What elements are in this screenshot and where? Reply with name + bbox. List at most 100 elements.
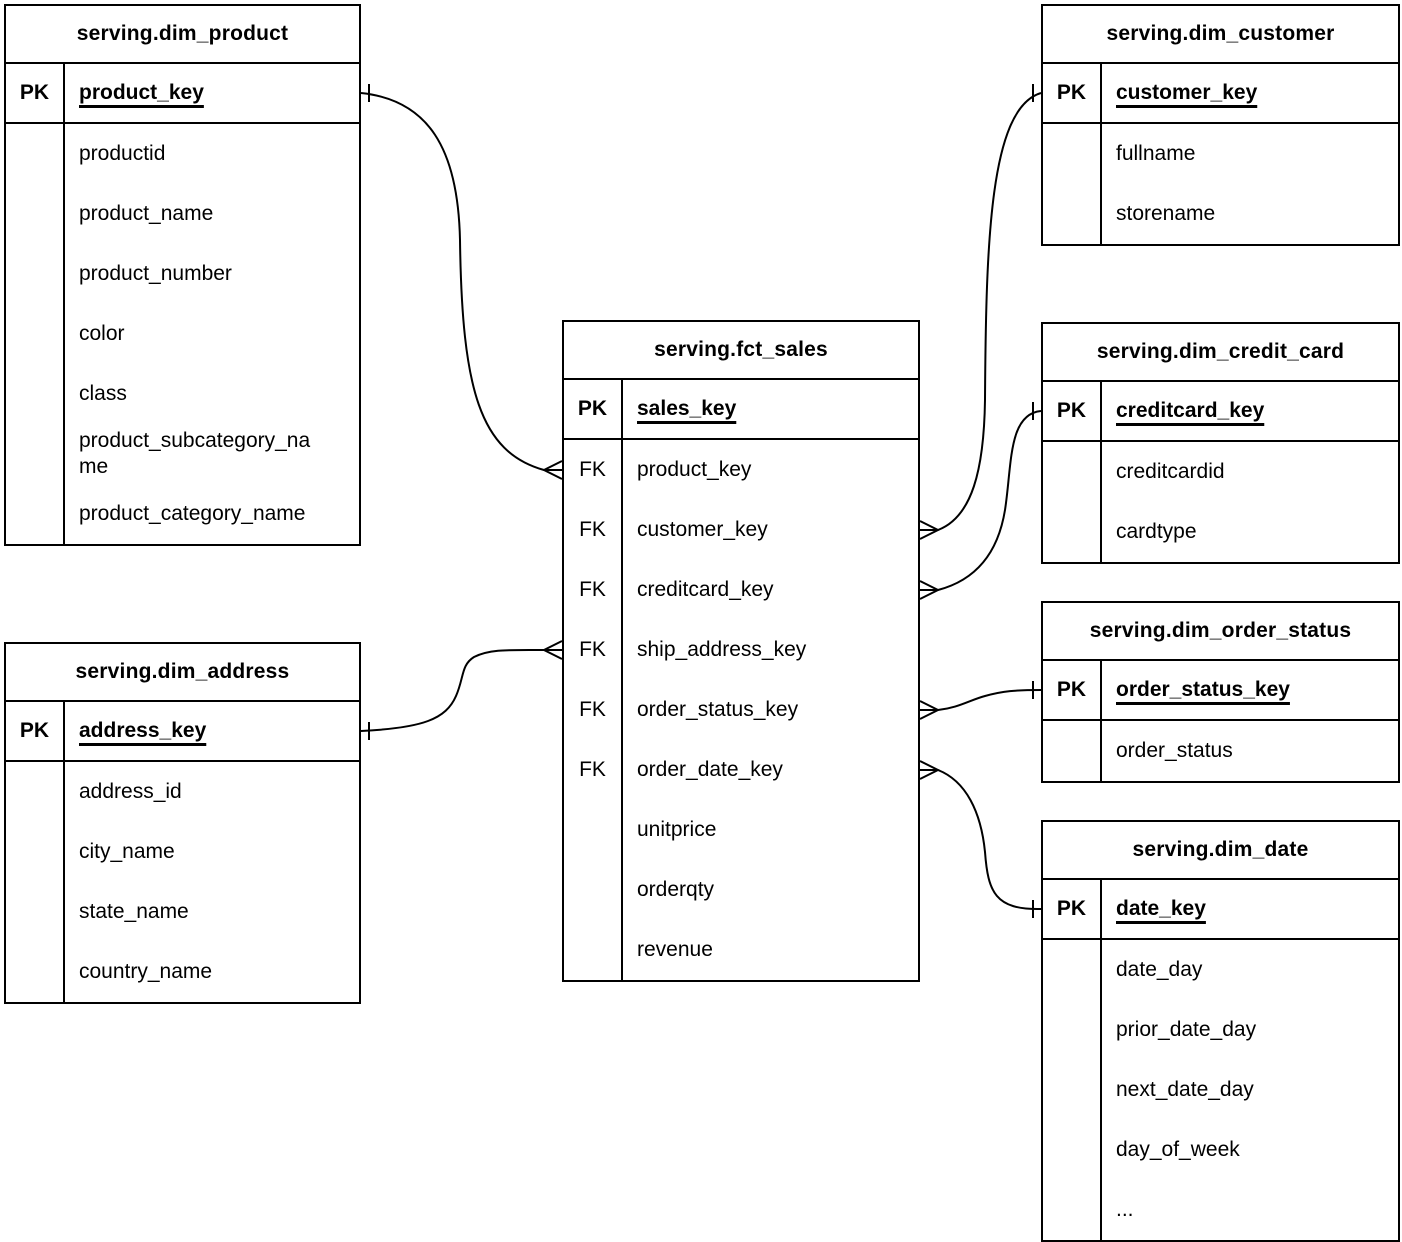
relation-line <box>360 648 545 732</box>
pk-field-name: date_key <box>1116 897 1206 920</box>
many-cardinality-marker <box>541 460 563 480</box>
field-name: product_key <box>637 458 752 481</box>
pk-row: PK creditcard_key <box>1043 382 1398 442</box>
field-name: storename <box>1116 202 1216 225</box>
field-row: creditcardid <box>1043 442 1398 502</box>
field-name: city_name <box>79 840 175 863</box>
field-name: product_subcategory_name <box>79 429 311 478</box>
pk-field-name: product_key <box>79 81 204 104</box>
field-row: order_status <box>1043 721 1398 781</box>
field-row: prior_date_day <box>1043 1000 1398 1060</box>
fk-badge: FK <box>564 740 623 800</box>
relation-line <box>937 689 1042 711</box>
pk-badge: PK <box>1043 382 1102 440</box>
field-row: product_number <box>6 244 359 304</box>
key-column-spacer <box>6 942 65 1002</box>
key-column-spacer <box>1043 184 1102 244</box>
pk-field-name: order_status_key <box>1116 678 1290 701</box>
pk-row: PK address_key <box>6 702 359 762</box>
field-row: color <box>6 304 359 364</box>
many-cardinality-marker <box>919 580 941 600</box>
many-cardinality-marker <box>919 700 941 720</box>
key-column-spacer <box>6 364 65 424</box>
pk-field-cell: date_key <box>1102 880 1398 938</box>
fk-badge: FK <box>564 680 623 740</box>
pk-row: PK sales_key <box>564 380 918 440</box>
field-row: storename <box>1043 184 1398 244</box>
field-row: unitprice <box>564 800 918 860</box>
relation-fct-sales-ship-address <box>360 640 563 740</box>
field-name: ... <box>1116 1198 1134 1221</box>
field-row: day_of_week <box>1043 1120 1398 1180</box>
pk-field-cell: product_key <box>65 64 359 122</box>
key-column-spacer <box>6 822 65 882</box>
pk-badge: PK <box>1043 64 1102 122</box>
field-name: revenue <box>637 938 713 961</box>
key-column-spacer <box>1043 502 1102 562</box>
key-column-spacer <box>6 304 65 364</box>
many-cardinality-marker <box>919 760 941 780</box>
relation-line <box>937 769 1042 911</box>
fk-badge: FK <box>564 440 623 500</box>
field-row: product_subcategory_name <box>6 424 359 484</box>
key-column-spacer <box>1043 1000 1102 1060</box>
pk-field-cell: sales_key <box>623 380 918 438</box>
pk-field-cell: address_key <box>65 702 359 760</box>
field-row: date_day <box>1043 940 1398 1000</box>
table-dim-customer: serving.dim_customer PK customer_key ful… <box>1041 4 1400 246</box>
relation-fct-sales-order-date <box>919 760 1042 918</box>
field-name: order_date_key <box>637 758 783 781</box>
field-name: fullname <box>1116 142 1196 165</box>
field-name: order_status <box>1116 739 1233 762</box>
field-name: customer_key <box>637 518 768 541</box>
field-name: date_day <box>1116 958 1203 981</box>
key-column-spacer <box>564 920 623 980</box>
relation-fct-sales-customer <box>919 84 1042 540</box>
key-column-spacer <box>6 762 65 822</box>
table-dim-order-status: serving.dim_order_status PK order_status… <box>1041 601 1400 783</box>
pk-field-name: creditcard_key <box>1116 399 1265 422</box>
field-name: prior_date_day <box>1116 1018 1257 1041</box>
field-name: cardtype <box>1116 520 1197 543</box>
relation-fct-sales-order-status <box>919 681 1042 720</box>
pk-badge: PK <box>1043 880 1102 938</box>
field-row: cardtype <box>1043 502 1398 562</box>
field-row: city_name <box>6 822 359 882</box>
pk-badge: PK <box>1043 661 1102 719</box>
key-column-spacer <box>6 424 65 484</box>
pk-field-cell: order_status_key <box>1102 661 1398 719</box>
fk-badge: FK <box>564 500 623 560</box>
field-name: next_date_day <box>1116 1078 1254 1101</box>
field-row: country_name <box>6 942 359 1002</box>
field-row: product_category_name <box>6 484 359 544</box>
fk-badge: FK <box>564 620 623 680</box>
pk-row: PK date_key <box>1043 880 1398 940</box>
key-column-spacer <box>1043 442 1102 502</box>
key-column-spacer <box>6 184 65 244</box>
field-name: product_number <box>79 262 232 285</box>
field-name: creditcardid <box>1116 460 1225 483</box>
key-column-spacer <box>1043 124 1102 184</box>
table-dim-product: serving.dim_product PK product_key produ… <box>4 4 361 546</box>
key-column-spacer <box>1043 1120 1102 1180</box>
field-name: class <box>79 382 127 405</box>
table-title: serving.fct_sales <box>564 322 918 380</box>
fk-row: FK customer_key <box>564 500 918 560</box>
field-row: revenue <box>564 920 918 980</box>
relation-fct-sales-creditcard <box>919 402 1042 600</box>
pk-field-name: customer_key <box>1116 81 1258 104</box>
field-row: next_date_day <box>1043 1060 1398 1120</box>
table-title: serving.dim_date <box>1043 822 1398 880</box>
key-column-spacer <box>6 124 65 184</box>
pk-row: PK product_key <box>6 64 359 124</box>
table-dim-credit-card: serving.dim_credit_card PK creditcard_ke… <box>1041 322 1400 564</box>
key-column-spacer <box>1043 1180 1102 1240</box>
field-row: state_name <box>6 882 359 942</box>
field-row: address_id <box>6 762 359 822</box>
pk-field-cell: customer_key <box>1102 64 1398 122</box>
field-name: color <box>79 322 125 345</box>
pk-badge: PK <box>6 64 65 122</box>
